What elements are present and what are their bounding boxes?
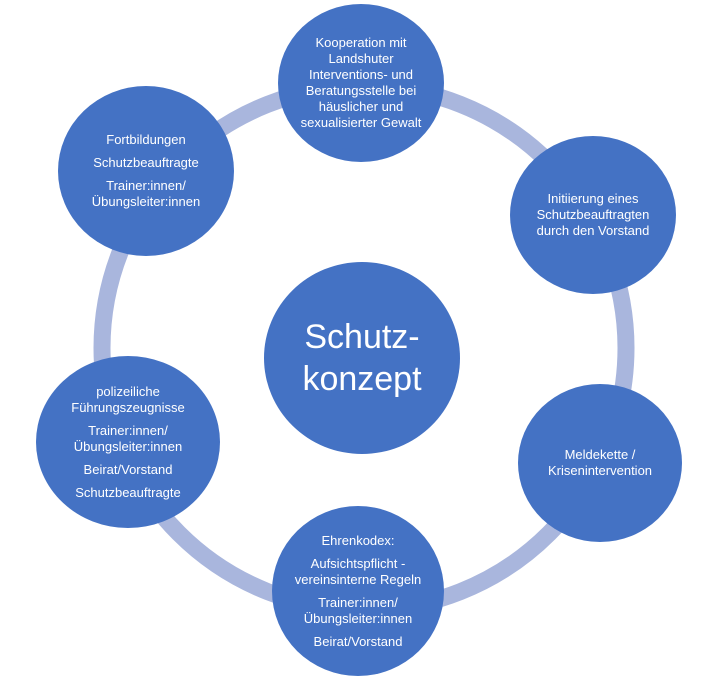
node-fortbildungen-text-2: Schutzbeauftragte xyxy=(93,155,199,170)
node-ehrenkodex-text-4: Beirat/Vorstand xyxy=(313,633,403,649)
node-meldekette: Meldekette / Krisenintervention xyxy=(518,384,682,542)
center-node: Schutz- konzept xyxy=(264,262,460,454)
node-fortbildungen: Fortbildungen Schutzbeauftragte Trainer:… xyxy=(58,86,234,256)
node-fuehrung-text-2: Trainer:innen/ Übungsleiter:innen xyxy=(73,422,183,454)
node-kooperation-text: Kooperation mit Landshuter Interventions… xyxy=(300,35,422,130)
node-fuehrung-text-3: Beirat/Vorstand xyxy=(83,461,173,477)
node-initiierung: Initiierung eines Schutzbeauftragten dur… xyxy=(510,136,676,294)
node-ehrenkodex-title: Ehrenkodex: xyxy=(321,532,395,548)
node-fortbildungen-title: Fortbildungen xyxy=(106,132,186,147)
node-fuehrung-title: polizeiliche Führungszeugnisse xyxy=(71,383,185,415)
node-ehrenkodex: Ehrenkodex: Aufsichtspflicht - vereinsin… xyxy=(272,506,444,676)
node-ehrenkodex-text-3: Trainer:innen/ Übungsleiter:innen xyxy=(303,594,413,626)
node-fortbildungen-text-3: Trainer:innen/ Übungsleiter:innen xyxy=(91,178,201,209)
center-title-line-2: konzept xyxy=(302,360,422,398)
node-fuehrungszeugnisse: polizeiliche Führungszeugnisse Trainer:i… xyxy=(36,356,220,528)
node-fuehrung-text-4: Schutzbeauftragte xyxy=(75,484,181,500)
node-ehrenkodex-text-2: Aufsichtspflicht - vereinsinterne Regeln xyxy=(294,555,422,587)
node-kooperation: Kooperation mit Landshuter Interventions… xyxy=(278,4,444,162)
node-meldekette-text: Meldekette / Krisenintervention xyxy=(547,447,653,478)
node-initiierung-text: Initiierung eines Schutzbeauftragten dur… xyxy=(536,191,650,238)
center-title-line-1: Schutz- xyxy=(304,318,420,356)
